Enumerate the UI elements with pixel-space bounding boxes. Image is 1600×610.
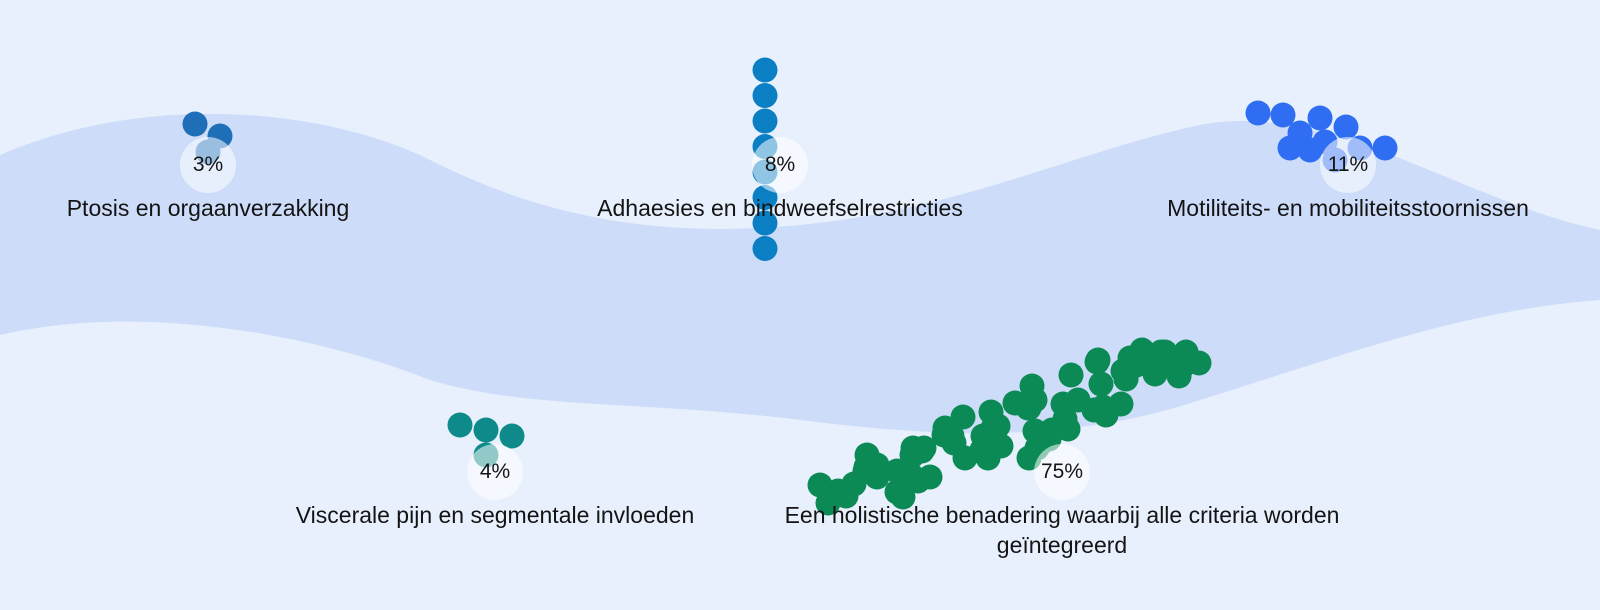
data-dot-series-4-3	[499, 423, 525, 449]
data-dot-series-3-6	[1333, 114, 1359, 140]
percentage-badge-motiliteit: 11%	[1320, 137, 1376, 193]
data-dot-series-2-3	[752, 108, 778, 134]
data-dot-series-2-2	[752, 83, 778, 108]
data-dot-series-2-7	[752, 210, 778, 236]
data-dot-series-5-58	[1085, 347, 1111, 373]
percentage-badge-holistisch: 75%	[1034, 444, 1090, 500]
data-dot-series-3-10	[1297, 137, 1323, 163]
category-label-viscerale-pijn: Viscerale pijn en segmentale invloeden	[295, 502, 695, 528]
data-dot-series-5-6	[833, 483, 859, 509]
category-label-motiliteit: Motiliteits- en mobiliteitsstoornissen	[1167, 195, 1529, 221]
data-dot-series-5-35	[978, 399, 1004, 425]
data-dot-series-4-1	[447, 412, 473, 438]
data-dot-series-5-46	[1022, 387, 1048, 413]
data-dot-series-1-1	[182, 111, 208, 137]
data-dot-series-5-66	[1129, 337, 1155, 363]
category-label-ptosis: Ptosis en orgaanverzakking	[66, 195, 350, 221]
data-dot-series-5-59	[1108, 391, 1134, 417]
category-label-adhaesies: Adhaesies en bindweefselrestricties	[597, 195, 963, 221]
data-dot-series-5-56	[1081, 397, 1107, 423]
data-dot-series-3-2	[1270, 102, 1296, 128]
data-dot-series-3-1	[1245, 100, 1271, 126]
data-dot-series-5-53	[1058, 362, 1084, 388]
data-dot-series-5-23	[917, 464, 943, 490]
data-dot-series-4-2	[473, 417, 499, 443]
data-dot-series-3-8	[1372, 135, 1398, 161]
data-dot-series-3-4	[1307, 105, 1333, 131]
percentage-badge-ptosis: 3%	[180, 137, 236, 193]
data-dot-series-5-37	[988, 433, 1014, 459]
data-dot-series-5-17	[884, 479, 910, 505]
percentage-badge-adhaesies: 8%	[752, 137, 808, 193]
category-label-holistisch: Een holistische benadering waarbij alle …	[784, 502, 1340, 558]
data-dot-series-5-13	[862, 457, 888, 483]
data-dot-series-3-11	[1277, 135, 1303, 161]
data-dot-series-2-1	[752, 57, 778, 83]
data-dot-series-5-21	[911, 435, 937, 461]
data-dot-series-2-8	[752, 236, 778, 261]
data-dot-series-5-28	[950, 404, 976, 430]
data-dot-series-5-29	[939, 423, 965, 449]
data-dot-series-5-52	[1088, 371, 1114, 397]
percentage-badge-viscerale-pijn: 4%	[467, 444, 523, 500]
data-dot-series-5-51	[1052, 406, 1078, 432]
data-dot-series-5-75	[1170, 353, 1196, 379]
data-dot-series-5-70	[1142, 361, 1168, 387]
